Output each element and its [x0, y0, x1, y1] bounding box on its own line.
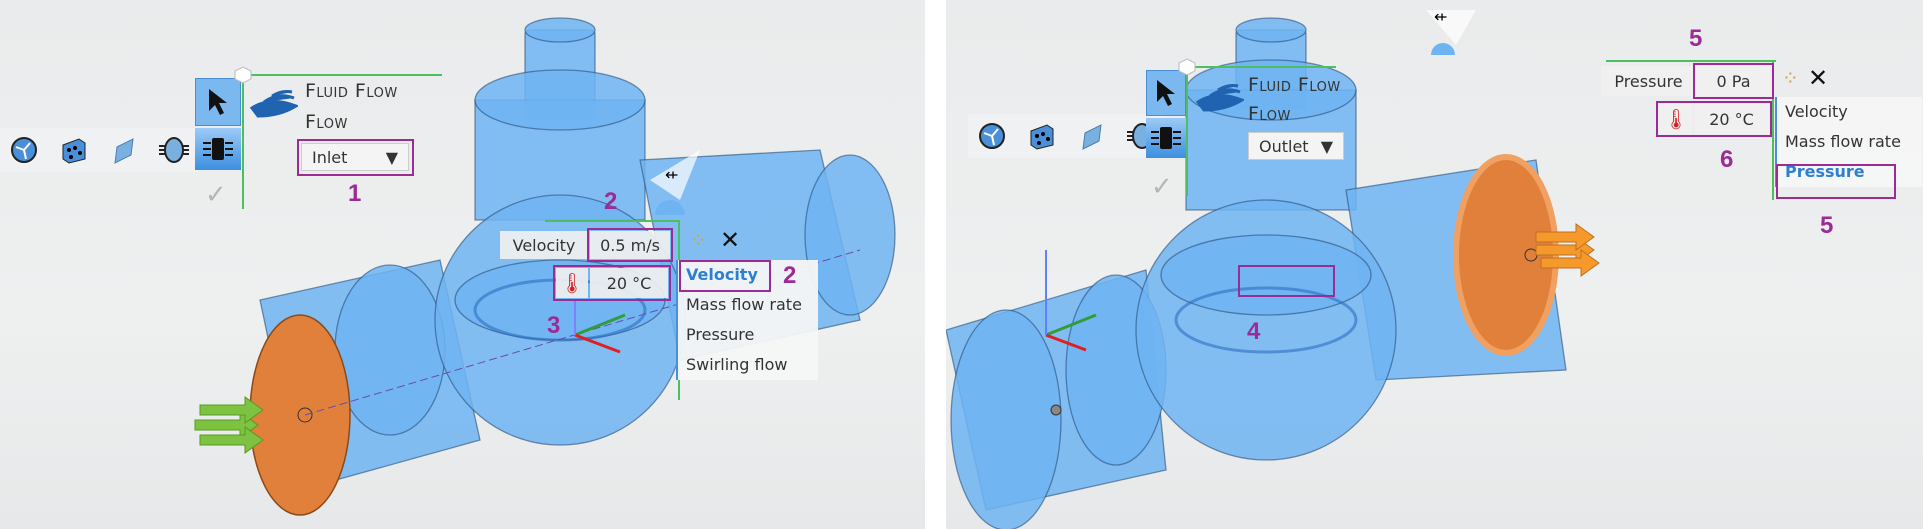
inlet-flow-arrows [194, 396, 264, 454]
callout-box-4 [1238, 265, 1335, 297]
callout-box-2b [679, 260, 771, 292]
callout-number: 2 [604, 188, 618, 215]
menu-item-velocity[interactable]: Velocity [1785, 102, 1848, 121]
fluid-flow-icon [1196, 84, 1244, 112]
pressure-value-field[interactable]: 0 Pa [1696, 66, 1771, 96]
condition-menu: Velocity Mass flow rate Pressure [1775, 97, 1922, 187]
close-icon[interactable]: ✕ [720, 226, 741, 254]
select-arrow-icon [1157, 80, 1175, 106]
porous-block-icon[interactable] [1024, 118, 1060, 154]
fluid-flow-icon [250, 90, 298, 118]
dropdown-value: Inlet [312, 147, 348, 167]
confirm-check-icon[interactable]: ✓ [1151, 172, 1173, 202]
plane-icon[interactable] [106, 132, 142, 168]
thermometer-icon: 🌡 [1663, 107, 1689, 131]
panel-anchor-icon [234, 66, 252, 84]
velocity-value-field[interactable]: 0.5 m/s [590, 231, 670, 259]
flow-boundary-icon [1151, 127, 1181, 149]
callout-box-6 [1656, 101, 1772, 137]
callout-number: 2 [783, 262, 797, 289]
rotating-fan-icon[interactable] [6, 132, 42, 168]
callout-box-1 [297, 139, 414, 176]
outlet-flow-arrows [1535, 223, 1600, 277]
thermometer-icon: 🌡 [559, 271, 585, 295]
boundary-type-label: Pressure [1601, 66, 1696, 96]
callout-box-2a [587, 228, 673, 262]
chevron-down-icon: ▼ [385, 147, 398, 167]
axis-triad [574, 300, 626, 354]
pipe-model-3d: ⇷ [946, 7, 1600, 529]
callout-box-3 [553, 265, 671, 301]
temperature-toggle[interactable]: 🌡 [1660, 104, 1692, 134]
menu-item-mass-flow-rate[interactable]: Mass flow rate [1785, 132, 1901, 151]
rotating-fan-icon[interactable] [974, 118, 1010, 154]
select-button[interactable] [1146, 70, 1186, 116]
flow-type-dropdown[interactable]: Inlet ▼ [301, 143, 409, 171]
panel-anchor-icon [1178, 58, 1196, 76]
section-label: Flow [1248, 103, 1291, 125]
toolbar-right [968, 114, 1166, 158]
flow-boundary-button[interactable] [1146, 118, 1186, 158]
pick-point-icon[interactable]: ⁘ [690, 228, 707, 252]
chevron-down-icon: ▼ [1320, 136, 1333, 156]
pick-point-icon[interactable]: ⁘ [1782, 66, 1799, 90]
callout-number: 5 [1689, 25, 1703, 52]
flow-boundary-icon [203, 138, 233, 160]
right-viewport[interactable]: ⇷ ✓ Fluid Flow Flow Outlet ▼ 4 Pressure 0… [946, 0, 1923, 529]
flow-direction-icon: ⇷ [665, 165, 678, 184]
menu-item-pressure[interactable]: Pressure [686, 325, 755, 344]
porous-block-icon[interactable] [56, 132, 92, 168]
callout-number: 5 [1820, 212, 1834, 239]
callout-number: 1 [348, 180, 362, 207]
dropdown-value: Outlet [1259, 136, 1309, 156]
temperature-toggle[interactable]: 🌡 [556, 268, 588, 298]
flow-direction-icon: ⇷ [1434, 7, 1447, 26]
confirm-check-icon[interactable]: ✓ [205, 180, 227, 210]
callout-number: 6 [1720, 146, 1734, 173]
plane-icon[interactable] [1074, 118, 1110, 154]
menu-item-swirling-flow[interactable]: Swirling flow [686, 355, 788, 374]
temperature-field[interactable]: 20 °C [1694, 104, 1769, 134]
callout-box-5a [1693, 63, 1774, 99]
select-arrow-icon [209, 89, 227, 115]
axis-triad [1045, 250, 1097, 352]
boundary-type-label: Velocity [500, 231, 588, 259]
left-viewport[interactable]: ⇷ ✓ Fluid Flow Flow Inlet ▼ 1 Velocity 0.… [0, 0, 925, 529]
callout-number: 3 [547, 312, 561, 339]
flow-boundary-button[interactable] [195, 128, 241, 170]
callout-box-5b [1776, 164, 1896, 199]
panel-title: Fluid Flow [305, 80, 398, 102]
menu-item-mass-flow-rate[interactable]: Mass flow rate [686, 295, 802, 314]
flow-type-dropdown[interactable]: Outlet ▼ [1248, 132, 1344, 160]
callout-number: 4 [1247, 318, 1261, 345]
menu-item-velocity[interactable]: Velocity [686, 265, 758, 284]
panel-title: Fluid Flow [1248, 74, 1341, 96]
section-label: Flow [305, 111, 348, 133]
fan-icon[interactable] [156, 132, 192, 168]
temperature-field[interactable]: 20 °C [590, 268, 668, 298]
toolbar-left [0, 128, 198, 172]
menu-item-pressure[interactable]: Pressure [1785, 162, 1865, 181]
select-button[interactable] [195, 78, 241, 126]
close-icon[interactable]: ✕ [1808, 64, 1829, 92]
condition-menu: Velocity Mass flow rate Pressure Swirlin… [676, 260, 818, 380]
